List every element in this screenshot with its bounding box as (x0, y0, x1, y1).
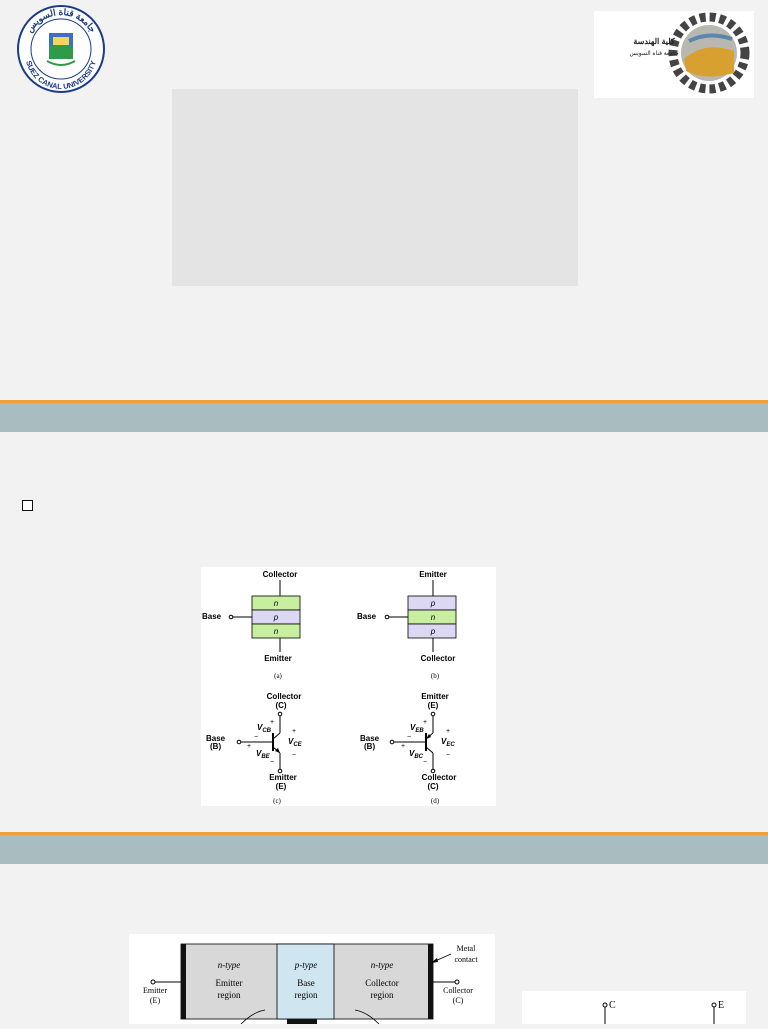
panel-c-top-label-1: Collector (267, 692, 302, 701)
panel-c-npn-symbol: Collector (C) Base (B) VCB VBE VCE + − +… (206, 692, 303, 805)
panel-b-pnp-structure: Emitter p n p Base Collector (b) (357, 570, 457, 680)
panel-c-bottom-label-1: Emitter (269, 773, 297, 782)
panel-d-bottom-label-2: (C) (427, 782, 438, 791)
panel-c-v2: V (256, 749, 262, 758)
panel-a-bottom-label: Emitter (264, 654, 292, 663)
panel-c-v2-sub: BE (261, 754, 270, 760)
emitter-region-name-1: Emitter (216, 978, 243, 988)
panel-c-side-label-2: (B) (210, 742, 221, 751)
panel-c-v3-sub: CE (293, 742, 302, 748)
svg-text:VEB: VEB (410, 723, 424, 734)
panel-b-bottom-label: Collector (421, 654, 456, 663)
collector-region-type: n-type (371, 960, 394, 970)
panel-d-top-label-2: (E) (428, 701, 439, 710)
metal-contact-label-2: contact (454, 955, 478, 964)
base-region-name-1: Base (297, 978, 315, 988)
emitter-region-name-2: region (218, 990, 241, 1000)
svg-text:−: − (254, 734, 258, 741)
svg-text:VBE: VBE (256, 749, 271, 760)
panel-d-bottom-label-1: Collector (422, 773, 457, 782)
panel-a-layer-3: n (274, 627, 279, 636)
panel-d-caption: (d) (431, 797, 440, 805)
base-region-name-2: region (295, 990, 318, 1000)
emitter-terminal-label-1: Emitter (143, 986, 167, 995)
metal-contact-label-1: Metal (457, 944, 476, 953)
svg-text:−: − (270, 759, 274, 766)
panel-d-v3-sub: EC (446, 742, 455, 748)
emitter-terminal-label-2: (E) (150, 996, 161, 1005)
panel-d-v1-sub: EB (415, 728, 424, 734)
panel-c-v1-sub: CB (262, 728, 271, 734)
collector-terminal-label-2: (C) (453, 996, 464, 1005)
bjt-structure-figure: Collector n p n Base Emitter (a) Emitter… (201, 567, 496, 806)
symbol-e-label: E (718, 1000, 724, 1011)
panel-c-top-label-2: (C) (275, 701, 286, 710)
panel-a-side-label: Base (202, 612, 222, 621)
emitter-region-type: n-type (218, 960, 241, 970)
faded-content-box (172, 89, 578, 286)
panel-a-layer-1: n (274, 599, 279, 608)
faculty-of-engineering-logo: كلية الهندسة جامعة قناة السويس (594, 11, 754, 98)
svg-text:VEC: VEC (441, 737, 455, 748)
svg-text:VCE: VCE (288, 737, 303, 748)
section-divider-band-2 (0, 832, 768, 864)
svg-text:+: + (423, 719, 427, 726)
collector-region-name-2: region (371, 990, 394, 1000)
panel-c-v1: V (257, 723, 263, 732)
svg-text:+: + (270, 719, 274, 726)
svg-text:−: − (423, 759, 427, 766)
checkbox-bullet-icon (22, 500, 33, 511)
svg-text:−: − (292, 752, 296, 759)
panel-d-v2: V (409, 749, 415, 758)
svg-text:VBC: VBC (409, 749, 424, 760)
panel-d-v2-sub: BC (414, 754, 423, 760)
suez-canal-university-logo: جامعة قناة السويس SUEZ CANAL UNIVERSITY (13, 3, 108, 93)
panel-d-side-label-2: (B) (364, 742, 375, 751)
logo-right-line1: كلية الهندسة (633, 37, 675, 47)
panel-b-layer-3: p (430, 627, 436, 636)
panel-c-v3: V (288, 737, 294, 746)
panel-c-side-label-1: Base (206, 734, 226, 743)
collector-terminal-label-1: Collector (443, 986, 473, 995)
panel-c-caption: (c) (273, 797, 281, 805)
panel-c-bottom-label-2: (E) (276, 782, 287, 791)
collector-region-name-1: Collector (365, 978, 399, 988)
svg-text:−: − (446, 752, 450, 759)
svg-text:+: + (292, 728, 296, 735)
panel-b-side-label: Base (357, 612, 377, 621)
panel-d-v1: V (410, 723, 416, 732)
panel-b-top-label: Emitter (419, 570, 447, 579)
panel-d-pnp-symbol: Emitter (E) Base (B) VEB VBC VEC + − + −… (360, 692, 456, 805)
panel-b-caption: (b) (431, 672, 440, 680)
svg-text:+: + (446, 728, 450, 735)
panel-d-side-label-1: Base (360, 734, 380, 743)
panel-b-layer-1: p (430, 599, 436, 608)
panel-d-top-label-1: Emitter (421, 692, 449, 701)
svg-text:VCB: VCB (257, 723, 272, 734)
npn-regions-figure: n-type Emitter region p-type Base region… (129, 934, 495, 1025)
panel-a-layer-2: p (273, 613, 279, 622)
transistor-symbols-partial-figure: C E (522, 991, 746, 1024)
svg-text:+: + (247, 743, 251, 750)
symbol-c-label: C (609, 1000, 616, 1011)
logo-right-line2: جامعة قناة السويس (629, 50, 678, 57)
panel-b-layer-2: n (431, 613, 436, 622)
svg-text:+: + (401, 743, 405, 750)
base-region-type: p-type (294, 960, 318, 970)
panel-d-v3: V (441, 737, 447, 746)
panel-a-npn-structure: Collector n p n Base Emitter (a) (202, 570, 301, 680)
panel-a-top-label: Collector (263, 570, 298, 579)
panel-a-caption: (a) (274, 672, 282, 680)
section-divider-band (0, 400, 768, 432)
svg-text:−: − (407, 734, 411, 741)
